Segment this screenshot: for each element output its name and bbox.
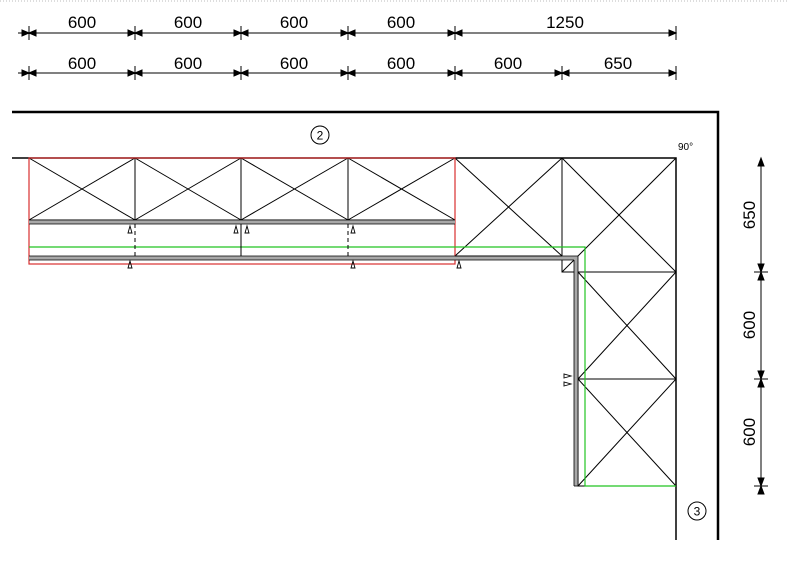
dimension-labels-top: 600 600 600 600 1250 600 600 600 600 600… — [68, 13, 632, 73]
dimension-ticks — [21, 26, 678, 80]
dim-label: 600 — [280, 54, 308, 73]
red-outline-base-units — [28, 157, 456, 265]
green-outline-worktop — [29, 246, 676, 487]
dim-label: 600 — [68, 13, 96, 32]
dim-label: 600 — [280, 13, 308, 32]
dim-label: 600 — [387, 54, 415, 73]
wall-label-3: 3 — [687, 501, 707, 521]
dim-label: 600 — [740, 418, 759, 446]
wall-label-2: 2 — [310, 125, 330, 145]
base-cabinet-dividers — [134, 224, 349, 256]
dim-label: 1250 — [546, 13, 584, 32]
wall-cabinets-right — [577, 271, 677, 487]
corner-cabinets — [454, 157, 677, 273]
corner-angle-label: 90° — [678, 142, 693, 153]
dimension-labels-right: 650 600 600 — [740, 201, 759, 446]
worktop-bands — [29, 220, 578, 486]
dim-label: 600 — [494, 54, 522, 73]
dim-label: 600 — [174, 13, 202, 32]
worktop-edges — [29, 219, 579, 487]
door-hinge-markers — [127, 224, 573, 387]
dim-label: 650 — [604, 54, 632, 73]
dim-label: 600 — [740, 311, 759, 339]
outer-wall — [12, 110, 720, 540]
svg-text:3: 3 — [694, 505, 701, 519]
dim-label: 600 — [174, 54, 202, 73]
dim-label: 650 — [740, 201, 759, 229]
dim-label: 600 — [387, 13, 415, 32]
dimension-column-right — [754, 156, 768, 495]
wall-cabinets-top — [28, 157, 456, 221]
dim-label: 600 — [68, 54, 96, 73]
room-walls — [12, 110, 720, 540]
svg-text:2: 2 — [317, 129, 324, 143]
